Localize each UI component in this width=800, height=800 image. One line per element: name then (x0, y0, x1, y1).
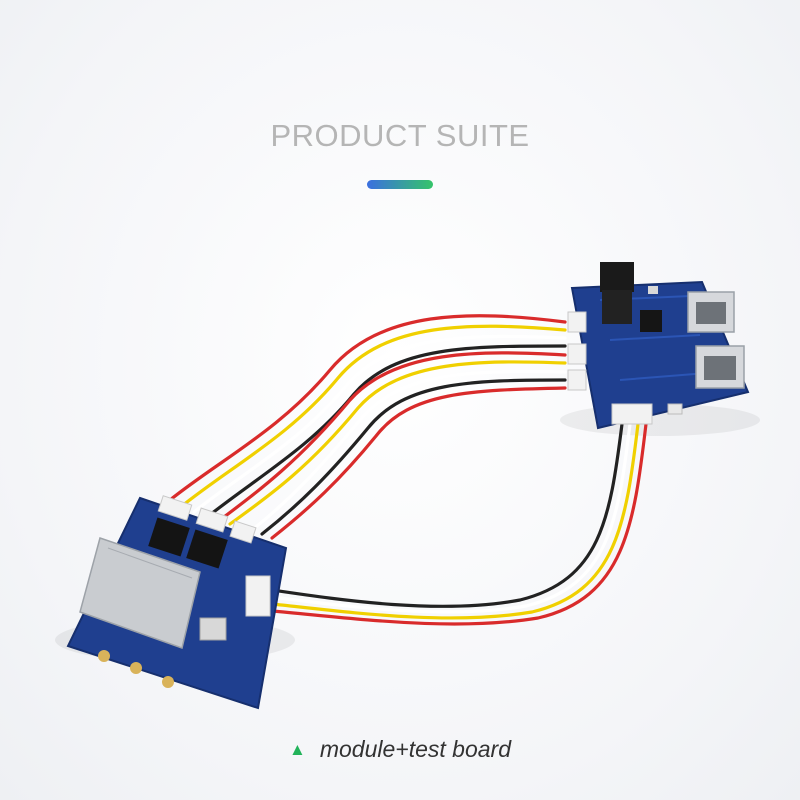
module-board (66, 495, 288, 710)
product-caption: ▲ module+test board (0, 736, 800, 763)
test-board (567, 262, 750, 430)
upper-cable-bundle (168, 314, 567, 540)
title-accent-bar (367, 180, 433, 189)
caption-text: module+test board (319, 736, 511, 762)
lower-cable-bundle (270, 422, 648, 626)
page-title: PRODUCT SUITE (270, 118, 530, 153)
triangle-up-icon: ▲ (289, 740, 306, 759)
